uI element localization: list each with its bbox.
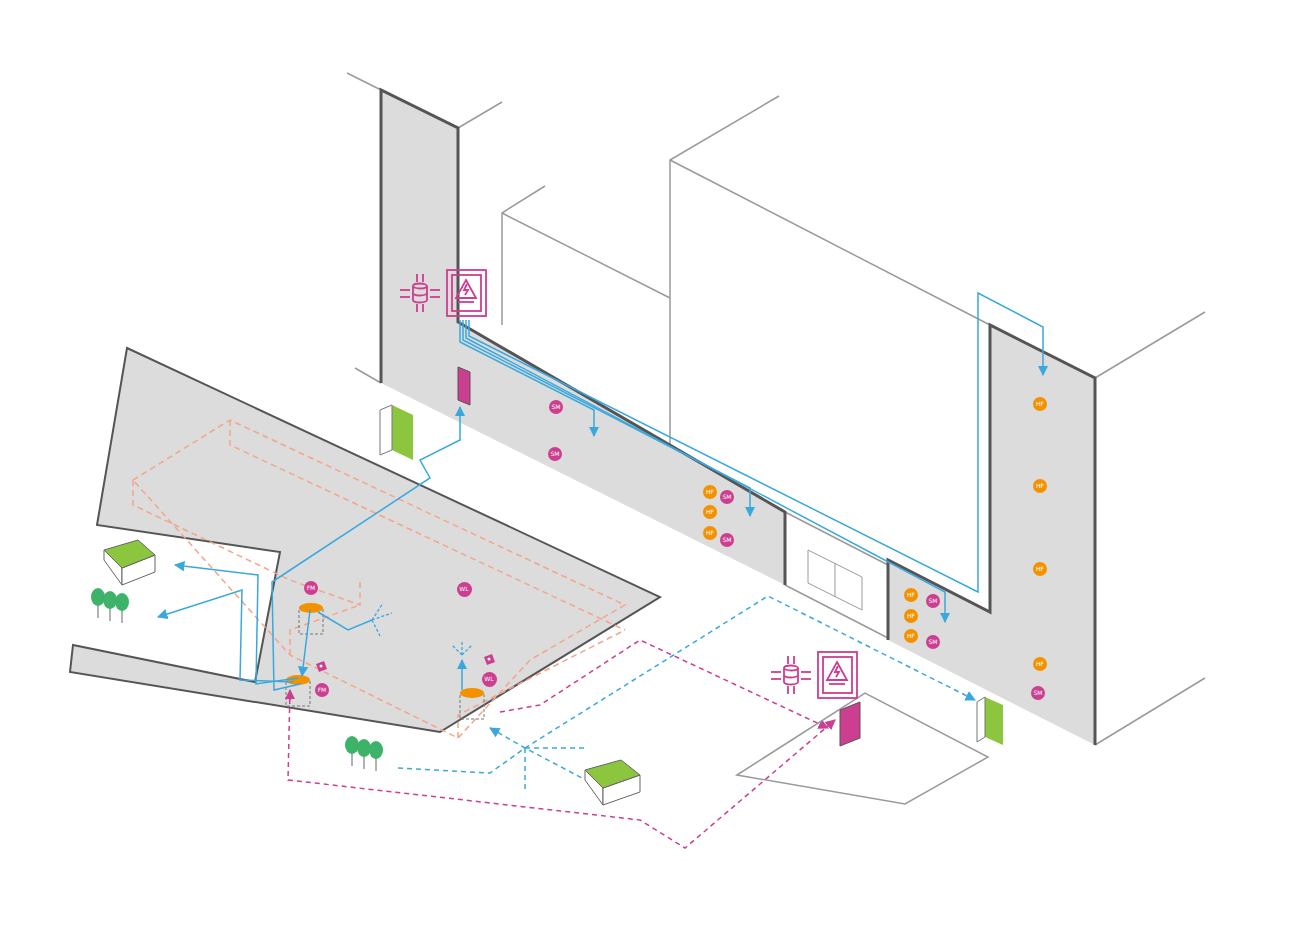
underground-tank	[133, 420, 625, 738]
marker-label: SM	[552, 404, 561, 410]
door	[808, 550, 862, 610]
marker-label: WL	[484, 676, 493, 682]
sensor-marker: HF	[703, 505, 717, 519]
wall-edge	[888, 325, 1095, 745]
water-pipe	[158, 293, 1043, 690]
water-pipe-dashed	[398, 596, 975, 790]
sensor-marker: WL	[482, 672, 497, 687]
green-roof-building	[104, 540, 640, 805]
data-line	[288, 640, 835, 848]
marker-label: SM	[723, 537, 732, 543]
manhole-cylinder	[286, 603, 484, 719]
spray-lines	[372, 603, 472, 655]
sensor-marker: SM	[926, 594, 940, 608]
sensor-marker: SM	[720, 490, 734, 504]
marker-label: HF	[706, 530, 714, 536]
marker-label: SM	[929, 639, 938, 645]
sensor-marker: SM	[549, 400, 563, 414]
marker-label: HF	[907, 633, 915, 639]
marker-label: HF	[1036, 483, 1044, 489]
marker-label: SM	[723, 494, 732, 500]
marker-label: FM	[318, 687, 327, 693]
control-panel	[458, 367, 860, 746]
tree	[91, 588, 383, 771]
power-panel-icon	[447, 270, 857, 698]
sensor-marker: HF	[703, 485, 717, 499]
sensor-marker: SM	[720, 533, 734, 547]
sensor-marker: SM	[926, 635, 940, 649]
sensor-marker: HF	[1033, 397, 1047, 411]
marker-label: SM	[1034, 690, 1043, 696]
marker-label: HF	[907, 592, 915, 598]
marker-label: HF	[1036, 401, 1044, 407]
marker-label: SM	[929, 598, 938, 604]
marker-label: HF	[1036, 566, 1044, 572]
building-wall	[888, 325, 1095, 745]
marker-label: HF	[706, 489, 714, 495]
sensor-marker: FM	[315, 683, 329, 697]
marker-label: HF	[706, 509, 714, 515]
sensor-marker: SM	[1031, 686, 1045, 700]
marker-label: HF	[907, 613, 915, 619]
marker-label: FM	[307, 585, 316, 591]
sensor-marker: SM	[548, 447, 562, 461]
marker-label: SM	[551, 451, 560, 457]
sensor-marker: HF	[703, 526, 717, 540]
sensor-marker: HF	[1033, 479, 1047, 493]
ground-plane	[70, 348, 660, 732]
sensor-marker: HF	[904, 629, 918, 643]
green-panel	[380, 405, 1003, 745]
sensor-marker: HF	[1033, 657, 1047, 671]
sensor-glyph	[316, 654, 495, 672]
sensor-marker: HF	[904, 588, 918, 602]
sensor-marker: HF	[1033, 562, 1047, 576]
sensor-marker: WL	[457, 582, 472, 597]
sensor-marker: HF	[904, 609, 918, 623]
sensor-marker: FM	[304, 581, 318, 595]
marker-label: WL	[459, 586, 468, 592]
plot-outline	[737, 693, 988, 804]
data-hub-icon	[400, 274, 811, 694]
marker-label: HF	[1036, 661, 1044, 667]
